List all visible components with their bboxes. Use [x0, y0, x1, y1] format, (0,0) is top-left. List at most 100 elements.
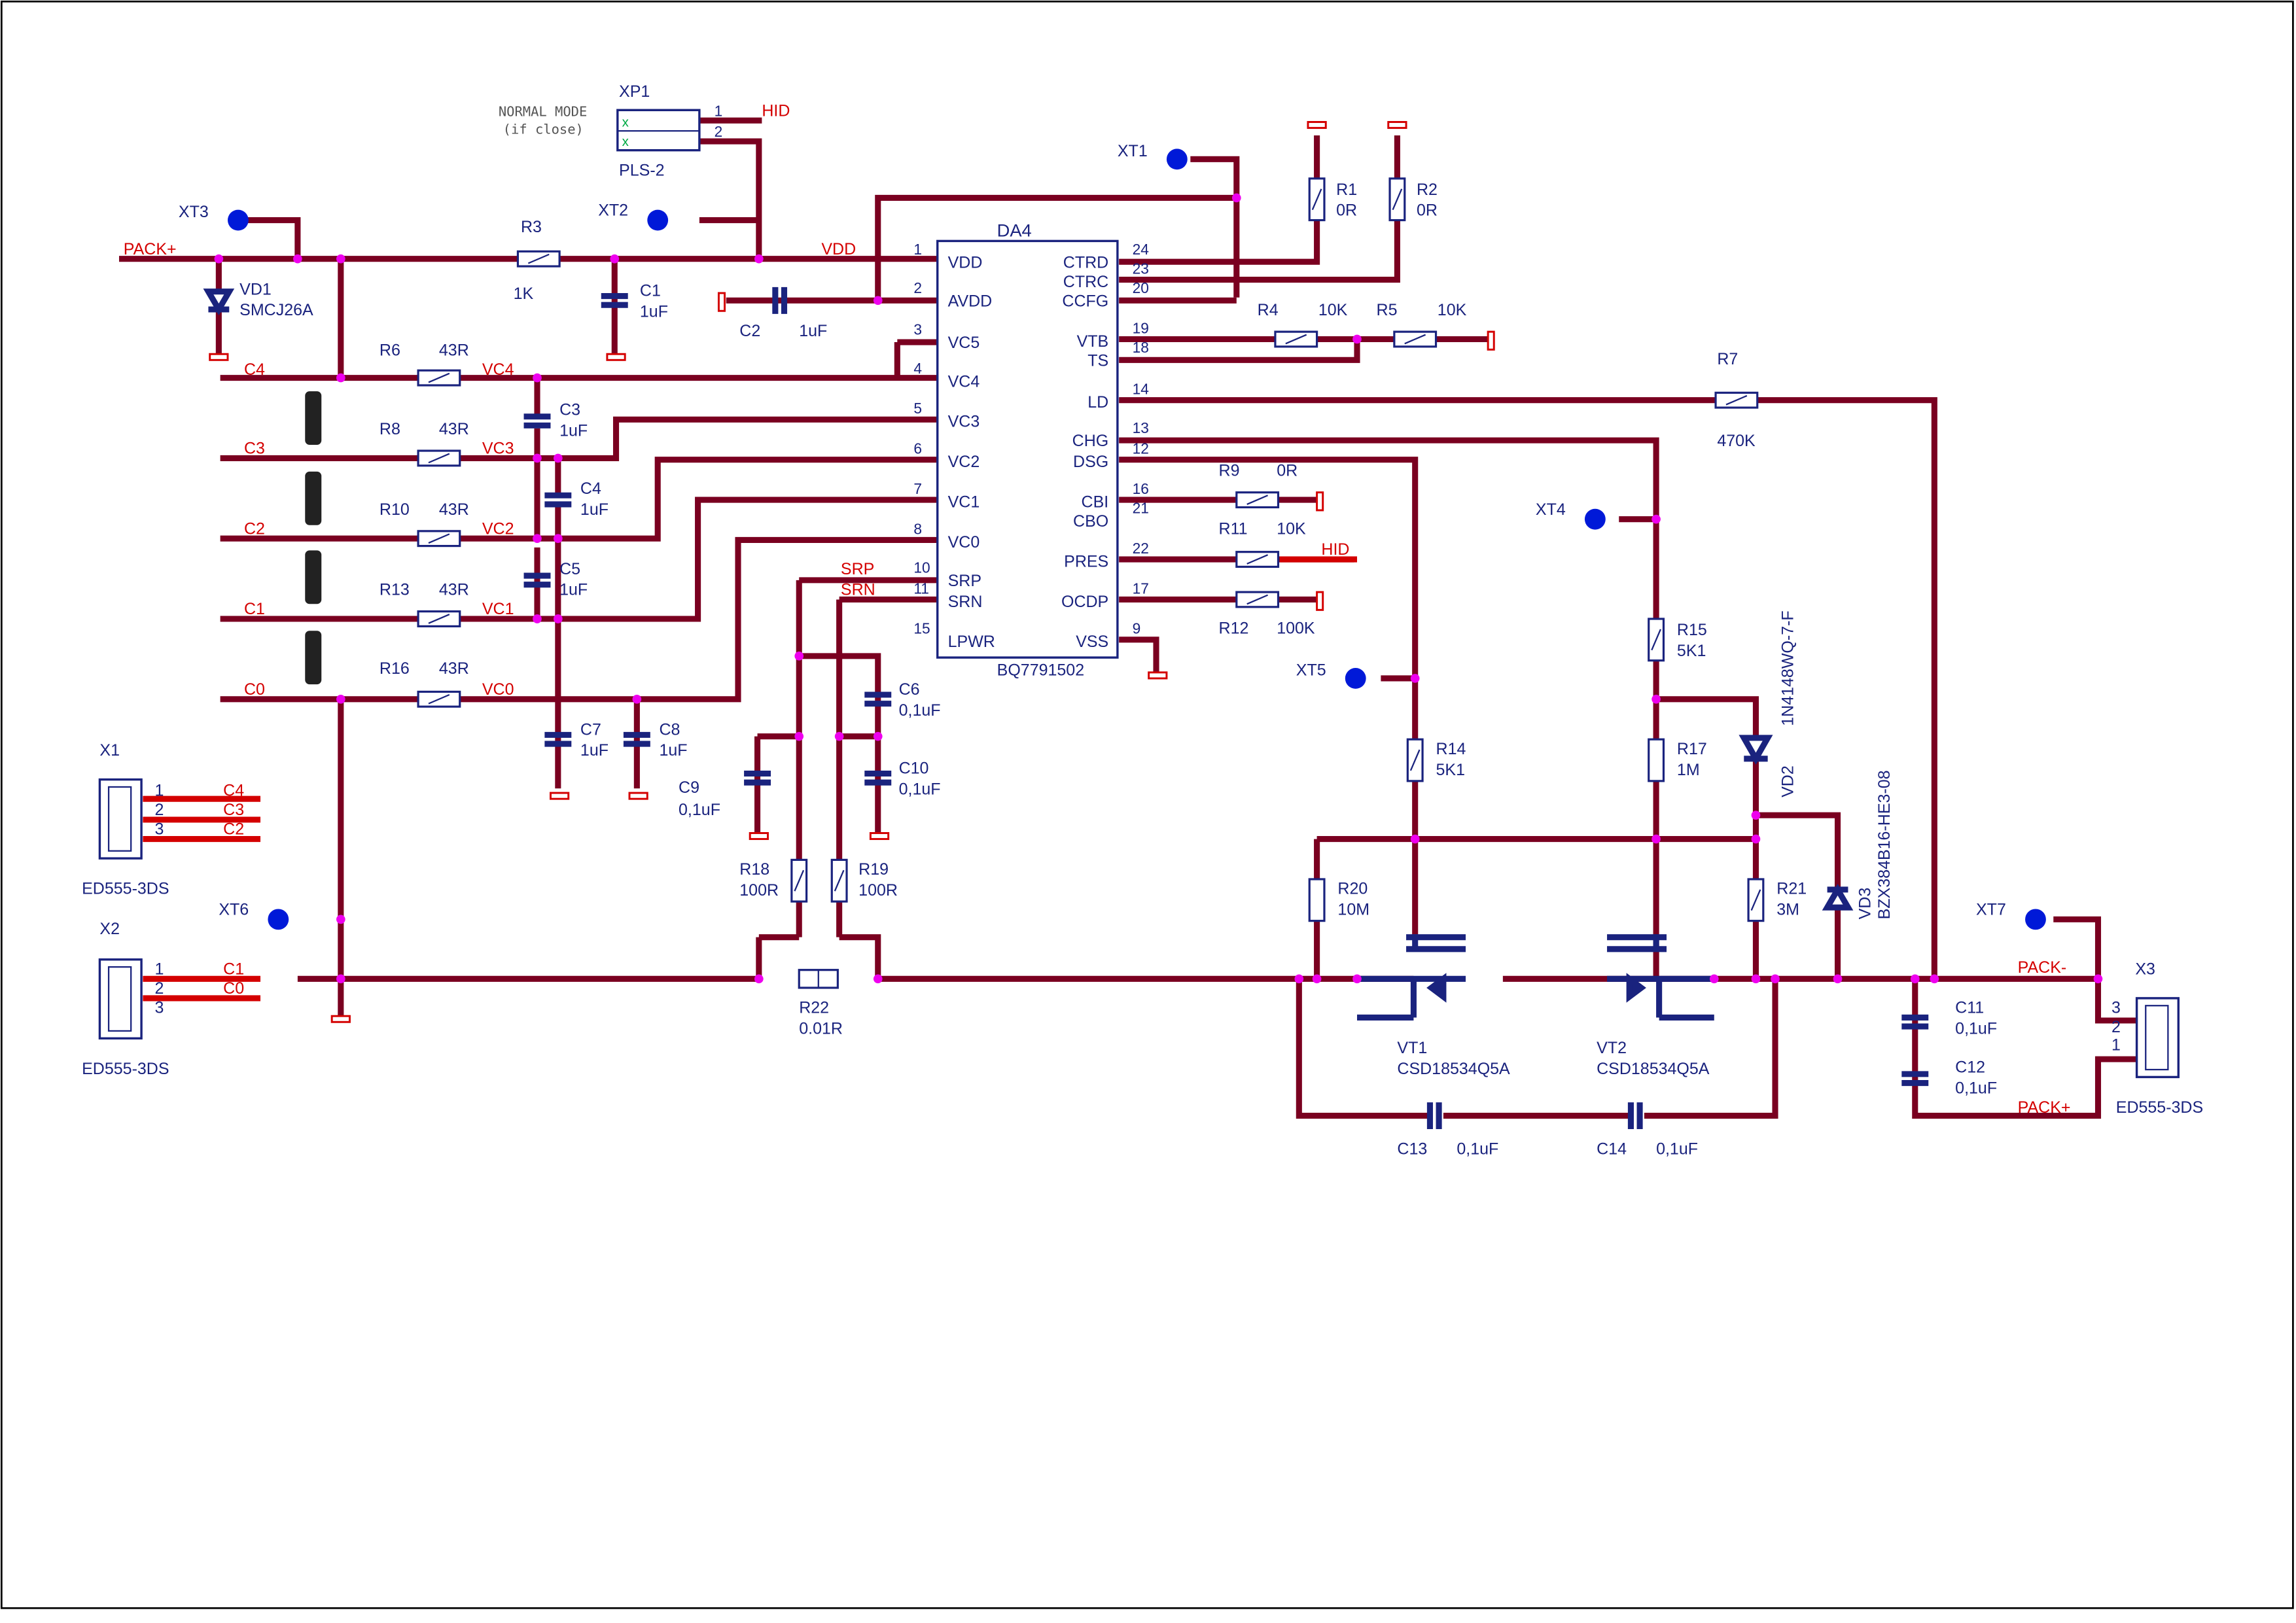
r4-symbol: [1274, 330, 1318, 348]
ic-pin-number-8: 8: [913, 520, 922, 537]
ic-ref: DA4: [997, 220, 1032, 241]
ic-pin-name-ts: TS: [1087, 351, 1108, 370]
x2-pin1: 1: [155, 960, 164, 979]
net-c1: C1: [244, 600, 265, 618]
r17-symbol: [1648, 738, 1665, 782]
net-wires: [143, 556, 1358, 1002]
r3-symbol: [516, 250, 561, 268]
c12-value: 0,1uF: [1955, 1079, 1997, 1097]
x3-pin3: 3: [2111, 999, 2121, 1017]
ic-pin-name-cbi: CBI: [1082, 493, 1109, 511]
net-vdd: VDD: [821, 240, 856, 258]
normal-mode-label: NORMAL MODE: [499, 103, 587, 119]
tp-xt3: XT3: [179, 203, 209, 221]
r12-value: 100K: [1277, 620, 1315, 638]
c13-ref: C13: [1397, 1140, 1427, 1159]
ic-pin-name-vdd: VDD: [948, 253, 983, 271]
r21-ref: R21: [1776, 880, 1807, 898]
ic-pin-number-11: 11: [913, 580, 929, 597]
xp1-mark-2: x: [622, 134, 629, 149]
ic-pin-name-srn: SRN: [948, 593, 983, 611]
tp-xt7: XT7: [1976, 901, 2006, 919]
x1-ref: X1: [99, 741, 120, 759]
r20-value: 10M: [1337, 901, 1369, 919]
r8-ref: R8: [380, 420, 400, 438]
r1-ref: R1: [1336, 181, 1357, 199]
x3-pin2: 2: [2111, 1018, 2121, 1036]
xp1-pin2: 2: [715, 123, 723, 140]
net-srp: SRP: [841, 560, 874, 578]
r19-symbol: [830, 858, 848, 903]
net-pack-minus: PACK-: [2018, 958, 2067, 977]
c5-value: 1uF: [559, 581, 588, 599]
x3-pin1: 1: [2111, 1036, 2121, 1054]
c2-ref: C2: [739, 322, 760, 340]
ic-pin-number-3: 3: [913, 321, 922, 338]
ic-pin-name-cbo: CBO: [1073, 512, 1108, 531]
ic-part: BQ7791502: [997, 661, 1084, 679]
junction-nodes: [214, 193, 2103, 984]
xp1-mark-1: x: [622, 114, 629, 130]
ic-pin-number-17: 17: [1133, 580, 1149, 597]
capacitor-labels: C1 1uF C2 1uF C3 1uF C4 1uF C5 1uF C6 0,…: [559, 282, 1997, 1159]
r19-ref: R19: [858, 860, 889, 879]
r1-symbol: [1308, 177, 1326, 222]
c5-ref: C5: [559, 560, 580, 578]
c11-ref: C11: [1955, 999, 1984, 1017]
r3-ref: R3: [521, 218, 542, 236]
c1-value: 1uF: [640, 302, 668, 321]
x1-net3: C2: [223, 820, 244, 839]
xp1-ref: XP1: [619, 82, 650, 101]
xp1-part: PLS-2: [619, 161, 664, 179]
vd1-part: SMCJ26A: [239, 301, 313, 319]
r13-value: 43R: [439, 581, 469, 599]
battery-icons: [305, 391, 322, 685]
r12-ref: R12: [1219, 620, 1249, 638]
ic-pin-name-vc5: VC5: [948, 334, 980, 352]
vt2-part: CSD18534Q5A: [1597, 1060, 1710, 1078]
ic-pin-number-2: 2: [913, 279, 922, 296]
r13-ref: R13: [380, 581, 410, 599]
net-c2: C2: [244, 519, 265, 538]
r11-ref: R11: [1219, 519, 1248, 538]
ic-pin-name-vc4: VC4: [948, 372, 980, 391]
ic-body: [936, 239, 1119, 659]
r15-symbol: [1648, 618, 1665, 662]
ic-pin-name-ctrd: CTRD: [1063, 253, 1108, 271]
x1-net1: C4: [223, 782, 244, 800]
r2-symbol: [1388, 177, 1406, 222]
x3-part: ED555-3DS: [2116, 1098, 2203, 1117]
c13-value: 0,1uF: [1457, 1140, 1498, 1159]
vt1-part: CSD18534Q5A: [1397, 1060, 1510, 1078]
vt1-ref: VT1: [1397, 1039, 1427, 1057]
r17-value: 1M: [1677, 761, 1700, 779]
net-srn: SRN: [841, 581, 875, 599]
net-pack-plus: PACK+: [124, 240, 177, 258]
x3-ref: X3: [2135, 960, 2155, 979]
c4-value: 1uF: [580, 500, 609, 519]
ic-pin-name-avdd: AVDD: [948, 292, 993, 310]
r2-ref: R2: [1417, 181, 1438, 199]
r14-symbol: [1406, 738, 1424, 782]
c9-value: 0,1uF: [679, 801, 720, 819]
r18-value: 100R: [739, 881, 779, 899]
r22-symbol: [798, 969, 839, 989]
ic-pin-name-lpwr: LPWR: [948, 633, 995, 651]
connector-labels: X1 ED555-3DS 1 2 3 C4 C3 C2 X2 ED555-3DS…: [82, 741, 2203, 1117]
r10-symbol: [417, 530, 461, 548]
r7-symbol: [1714, 391, 1759, 409]
vd3-part: BZX384B16-HE3-08: [1875, 770, 1894, 919]
tp-xt6: XT6: [219, 901, 249, 919]
x2-ref: X2: [99, 920, 120, 938]
c3-ref: C3: [559, 400, 580, 419]
r9-symbol: [1235, 491, 1280, 509]
transistors: [1357, 934, 1714, 1021]
r21-value: 3M: [1776, 901, 1799, 919]
resistors: [417, 177, 1765, 989]
x1-pin1: 1: [155, 782, 164, 800]
r11-symbol: [1235, 551, 1280, 568]
ic-pin-number-22: 22: [1133, 540, 1149, 557]
x2-part: ED555-3DS: [82, 1060, 169, 1078]
c10-ref: C10: [899, 759, 929, 778]
x2-net1: C1: [223, 960, 244, 979]
